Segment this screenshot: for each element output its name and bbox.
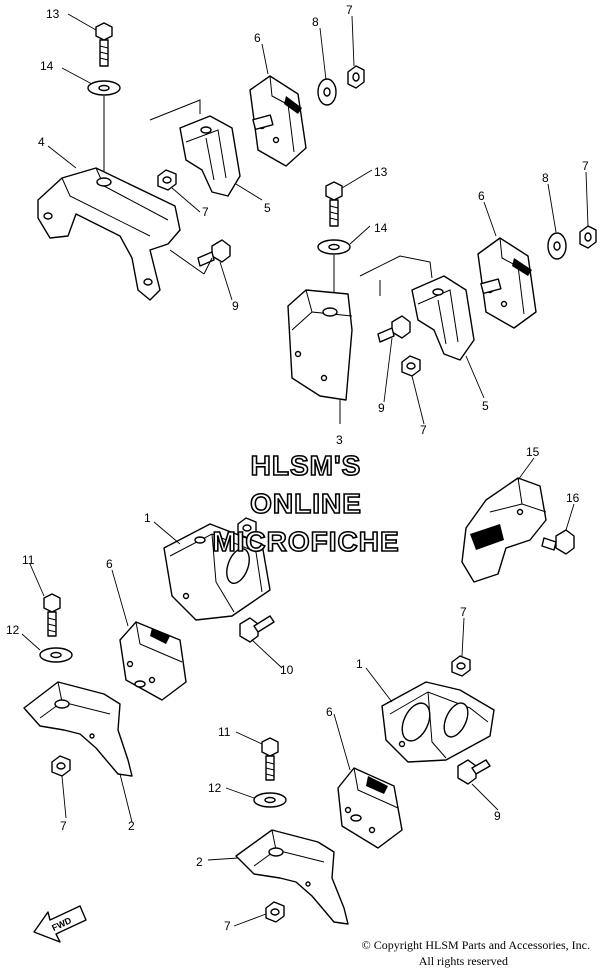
assembly-bottom-right xyxy=(235,655,495,925)
nut-7-top-left-b xyxy=(157,169,177,191)
bolt-16 xyxy=(541,529,575,555)
bolt-11-bottom-left xyxy=(43,593,61,637)
bracket-1-bottom-right xyxy=(381,681,495,763)
callout-2: 2 xyxy=(128,819,135,833)
fwd-arrow-icon: FWD xyxy=(33,905,87,943)
nut-7-bottom-right-a xyxy=(451,655,471,677)
callout-8: 8 xyxy=(312,15,319,29)
callout-7: 7 xyxy=(346,3,353,17)
bolt-13-top-left xyxy=(95,22,113,67)
washer-12-bottom-right xyxy=(253,792,287,808)
callout-9: 9 xyxy=(494,809,501,823)
callout-7: 7 xyxy=(60,819,67,833)
callout-15: 15 xyxy=(526,445,540,459)
assembly-bottom-left xyxy=(23,517,275,777)
mount-2-bottom-left xyxy=(23,681,133,777)
nut-7-bottom-left-a xyxy=(237,517,257,539)
nut-7-top-right-b xyxy=(401,355,421,377)
callout-7: 7 xyxy=(582,159,589,173)
callout-5: 5 xyxy=(482,399,489,413)
callout-6: 6 xyxy=(254,31,261,45)
washer-12-bottom-left xyxy=(39,647,73,663)
mount-2-bottom-right xyxy=(235,829,349,925)
washer-8-top-left xyxy=(317,78,337,106)
damper-6-bottom-left xyxy=(119,621,187,701)
mount-3 xyxy=(287,289,353,401)
callout-11: 11 xyxy=(22,553,35,567)
callout-9: 9 xyxy=(232,299,239,313)
bolt-9-top-left xyxy=(197,239,231,267)
bolt-9-top-right xyxy=(377,315,411,343)
watermark-line-2: ONLINE xyxy=(249,487,362,520)
callout-1: 1 xyxy=(144,511,151,525)
callout-13: 13 xyxy=(46,7,60,21)
callout-1: 1 xyxy=(356,657,363,671)
nut-7-bottom-right-b xyxy=(265,901,285,923)
callout-4: 4 xyxy=(38,135,45,149)
bolt-9-bottom-right xyxy=(457,759,491,785)
callout-8: 8 xyxy=(542,171,549,185)
bracket-4 xyxy=(37,167,181,301)
copyright-line-2: All rights reserved xyxy=(418,954,508,968)
damper-6-top-left xyxy=(249,75,307,167)
callout-5: 5 xyxy=(264,201,271,215)
callout-7: 7 xyxy=(202,205,209,219)
assembly-part-15 xyxy=(461,477,575,583)
bracket-5-top-left xyxy=(179,115,241,197)
callout-numbers: 13 14 4 6 8 7 7 5 9 13 14 6 8 7 9 7 5 3 … xyxy=(6,3,589,933)
callout-7: 7 xyxy=(460,605,467,619)
callout-16: 16 xyxy=(566,491,580,505)
bracket-5-top-right xyxy=(411,275,475,361)
watermark-line-1: HLSM'S xyxy=(250,449,362,482)
callout-10: 10 xyxy=(280,663,294,677)
callout-14: 14 xyxy=(374,221,388,235)
bolt-10 xyxy=(239,615,275,643)
bolt-13-top-right xyxy=(325,181,343,227)
callout-6: 6 xyxy=(106,557,113,571)
nut-7-top-left-a xyxy=(347,65,365,89)
callout-7: 7 xyxy=(224,919,231,933)
callout-3: 3 xyxy=(336,433,343,447)
callout-leaders xyxy=(21,13,589,927)
callout-12: 12 xyxy=(208,781,222,795)
washer-8-top-right xyxy=(547,232,567,260)
callout-2: 2 xyxy=(196,855,203,869)
callout-11: 11 xyxy=(218,725,231,739)
mount-15 xyxy=(461,477,547,583)
assembly-top-right xyxy=(287,181,597,424)
copyright-line-1: © Copyright HLSM Parts and Accessories, … xyxy=(361,938,590,952)
callout-14: 14 xyxy=(40,59,54,73)
callout-13: 13 xyxy=(374,165,388,179)
bracket-1-bottom-left xyxy=(163,523,271,621)
nut-7-bottom-left-b xyxy=(51,755,71,777)
nut-7-top-right-a xyxy=(579,225,597,249)
callout-6: 6 xyxy=(478,189,485,203)
damper-6-bottom-right xyxy=(337,767,403,849)
callout-12: 12 xyxy=(6,623,20,637)
bolt-11-bottom-right xyxy=(261,737,279,781)
washer-14-top-right xyxy=(317,239,351,255)
callout-6: 6 xyxy=(326,705,333,719)
callout-7: 7 xyxy=(420,423,427,437)
damper-6-top-right xyxy=(477,237,537,329)
callout-9: 9 xyxy=(378,401,385,415)
watermark-line-3: MICROFICHE xyxy=(212,525,400,558)
washer-14-top-left xyxy=(87,80,121,96)
assembly-top-left xyxy=(37,22,365,301)
